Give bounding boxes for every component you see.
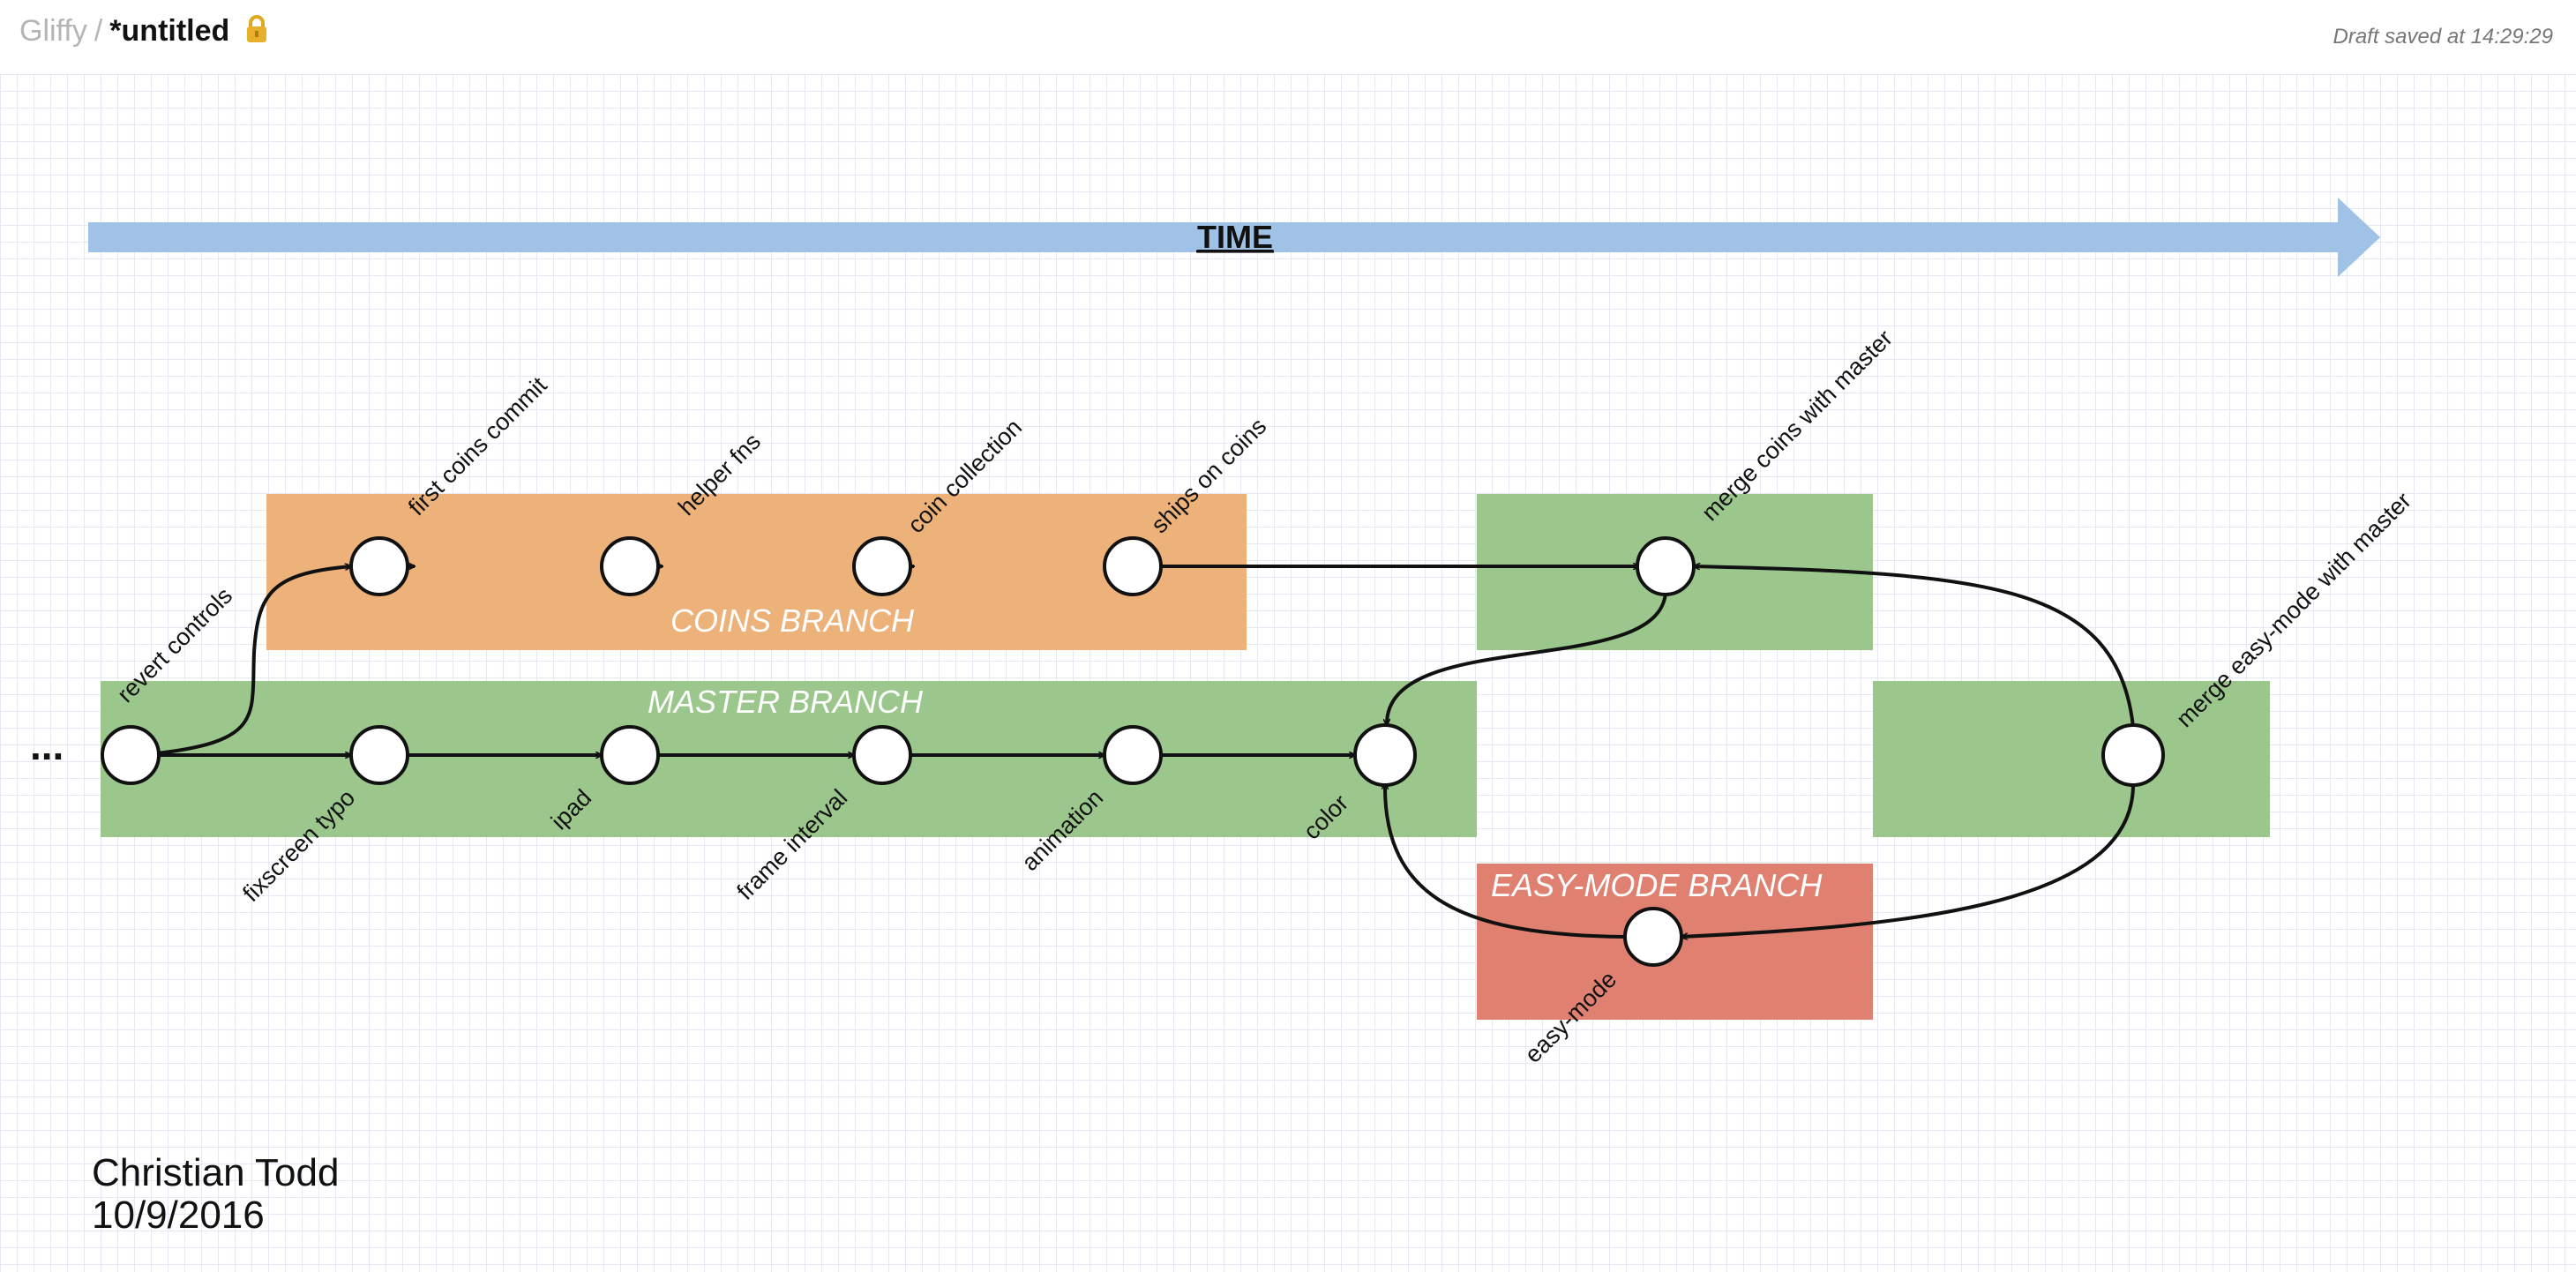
author-date: 10/9/2016 — [92, 1193, 265, 1237]
history-ellipsis: ... — [30, 722, 64, 768]
easy-mode-branch-label: EASY-MODE BRANCH — [1491, 867, 1823, 903]
commit-node[interactable] — [600, 725, 660, 785]
master-branch-region[interactable] — [101, 681, 1477, 837]
lock-icon[interactable] — [245, 14, 268, 44]
document-title[interactable]: *untitled — [109, 14, 230, 48]
time-arrow[interactable]: TIME — [88, 198, 2380, 277]
merge-easy-region[interactable] — [1873, 681, 2270, 837]
coins-branch-region[interactable] — [266, 494, 1247, 650]
coins-branch-label: COINS BRANCH — [670, 602, 915, 639]
commit-node[interactable] — [2101, 723, 2165, 787]
commit-node[interactable] — [1103, 725, 1163, 785]
commit-node[interactable] — [600, 536, 660, 596]
breadcrumb: Gliffy/*untitled — [19, 14, 268, 49]
commit-node[interactable] — [101, 725, 161, 785]
author-block: Christian Todd 10/9/2016 — [92, 1152, 339, 1237]
author-name: Christian Todd — [92, 1151, 340, 1194]
commit-node[interactable] — [1636, 536, 1696, 596]
breadcrumb-separator: / — [94, 14, 103, 48]
branch-diagram: TIME COINS BRANCH MASTER BRANCH EASY-MOD… — [88, 198, 2416, 1068]
commit-node[interactable] — [1353, 723, 1417, 787]
time-label: TIME — [1197, 219, 1273, 255]
top-bar: Gliffy/*untitled Draft saved at 14:29:29 — [0, 0, 2576, 74]
brand-link[interactable]: Gliffy — [19, 14, 87, 48]
save-status: Draft saved at 14:29:29 — [2333, 25, 2554, 49]
master-branch-label: MASTER BRANCH — [648, 684, 924, 720]
commit-label: merge easy-mode with master — [2171, 487, 2416, 732]
commit-node[interactable] — [349, 536, 409, 596]
commit-node[interactable] — [852, 725, 912, 785]
diagram-canvas[interactable]: TIME COINS BRANCH MASTER BRANCH EASY-MOD… — [0, 74, 2576, 1272]
commit-node[interactable] — [349, 725, 409, 785]
commit-node[interactable] — [1103, 536, 1163, 596]
commit-node[interactable] — [852, 536, 912, 596]
commit-node[interactable] — [1623, 907, 1683, 967]
